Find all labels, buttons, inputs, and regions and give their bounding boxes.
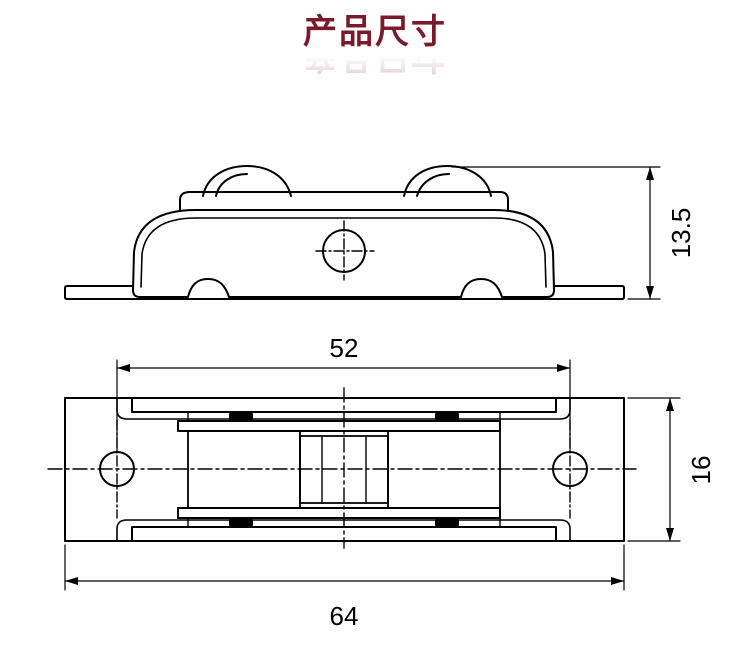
width-label: 16 — [686, 456, 716, 485]
upper-rail — [177, 420, 501, 432]
total-length-label: 64 — [330, 601, 359, 631]
base-plate — [64, 285, 625, 300]
housing-inner-outline-left — [140, 217, 197, 288]
total-length-arrow-left — [65, 577, 78, 585]
page-title: 产品尺寸 — [303, 12, 447, 52]
inner-length-arrow-left — [117, 364, 130, 372]
width-arrow-top — [666, 398, 674, 411]
pad-1 — [229, 413, 253, 420]
pad-3 — [229, 519, 253, 526]
top-view — [47, 359, 681, 591]
left-wheel — [202, 165, 292, 197]
title-block: 产品尺寸 产品尺寸 — [0, 10, 750, 78]
inner-length-arrow-right — [557, 364, 570, 372]
housing-inner-outline — [195, 217, 547, 288]
height-arrow-top — [646, 167, 654, 180]
right-wheel — [403, 165, 492, 197]
inner-length-label: 52 — [330, 333, 359, 363]
side-view — [64, 165, 661, 300]
pad-2 — [435, 413, 459, 420]
height-label: 13.5 — [666, 208, 696, 259]
housing-body — [132, 209, 555, 298]
height-arrow-bottom — [646, 286, 654, 299]
total-length-arrow-right — [611, 577, 624, 585]
top-rail — [179, 191, 509, 211]
lower-rail — [177, 507, 501, 519]
width-arrow-bottom — [666, 528, 674, 541]
pad-4 — [435, 519, 459, 526]
